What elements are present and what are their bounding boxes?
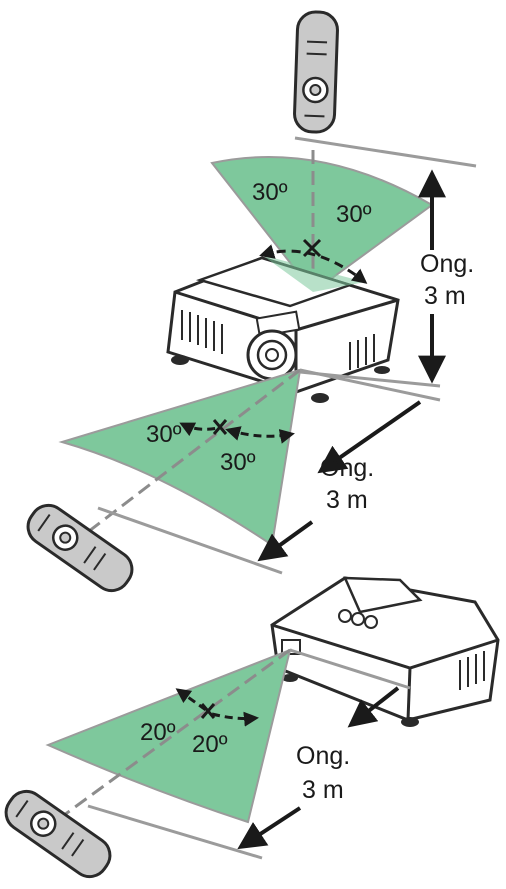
top-distance-label-line2: 3 m	[424, 282, 466, 310]
remote-control-icon	[293, 10, 339, 134]
remote-control-icon	[4, 789, 112, 879]
rear-center-axis	[59, 648, 291, 820]
rear-distance-arrow-lower	[237, 806, 302, 850]
front-range-top-line	[299, 368, 441, 402]
rear-angle-lower-label: 20º	[192, 731, 228, 758]
front-range-bottom-line	[97, 506, 283, 575]
rear-angle-upper-label: 20º	[140, 719, 176, 746]
front-distance-label-line2: 3 m	[326, 486, 368, 514]
rear-range-bottom-line	[87, 804, 263, 860]
top-distance-label-line1: Ong.	[420, 250, 474, 278]
front-center-axis	[79, 368, 301, 540]
remote-control-icon	[26, 503, 134, 593]
top-range-guide-line	[294, 136, 477, 168]
front-angle-lower-label: 30º	[220, 449, 256, 476]
rear-angle-arc-lower	[211, 711, 259, 727]
front-distance-label-line1: Ong.	[320, 454, 374, 482]
front-angle-arc-lower	[225, 426, 295, 444]
rear-range-top-line	[289, 648, 411, 690]
rear-distance-arrow-upper	[347, 686, 400, 728]
rear-distance-label-line1: Ong.	[296, 742, 350, 770]
top-angle-left-label: 30º	[252, 179, 288, 206]
front-distance-arrow-upper	[317, 400, 422, 474]
front-distance-arrow-lower	[257, 520, 314, 562]
top-angle-arc	[259, 244, 368, 284]
top-distance-label-bg	[412, 250, 492, 314]
projector-icon	[270, 576, 500, 727]
rear-distance-label-line2: 3 m	[302, 776, 344, 804]
front-angle-arc-upper	[179, 422, 219, 437]
rear-angle-arc-upper	[175, 688, 207, 712]
top-angle-right-label: 30º	[336, 201, 372, 228]
front-angle-upper-label: 30º	[146, 421, 182, 448]
top-receiver-zone	[210, 156, 434, 294]
